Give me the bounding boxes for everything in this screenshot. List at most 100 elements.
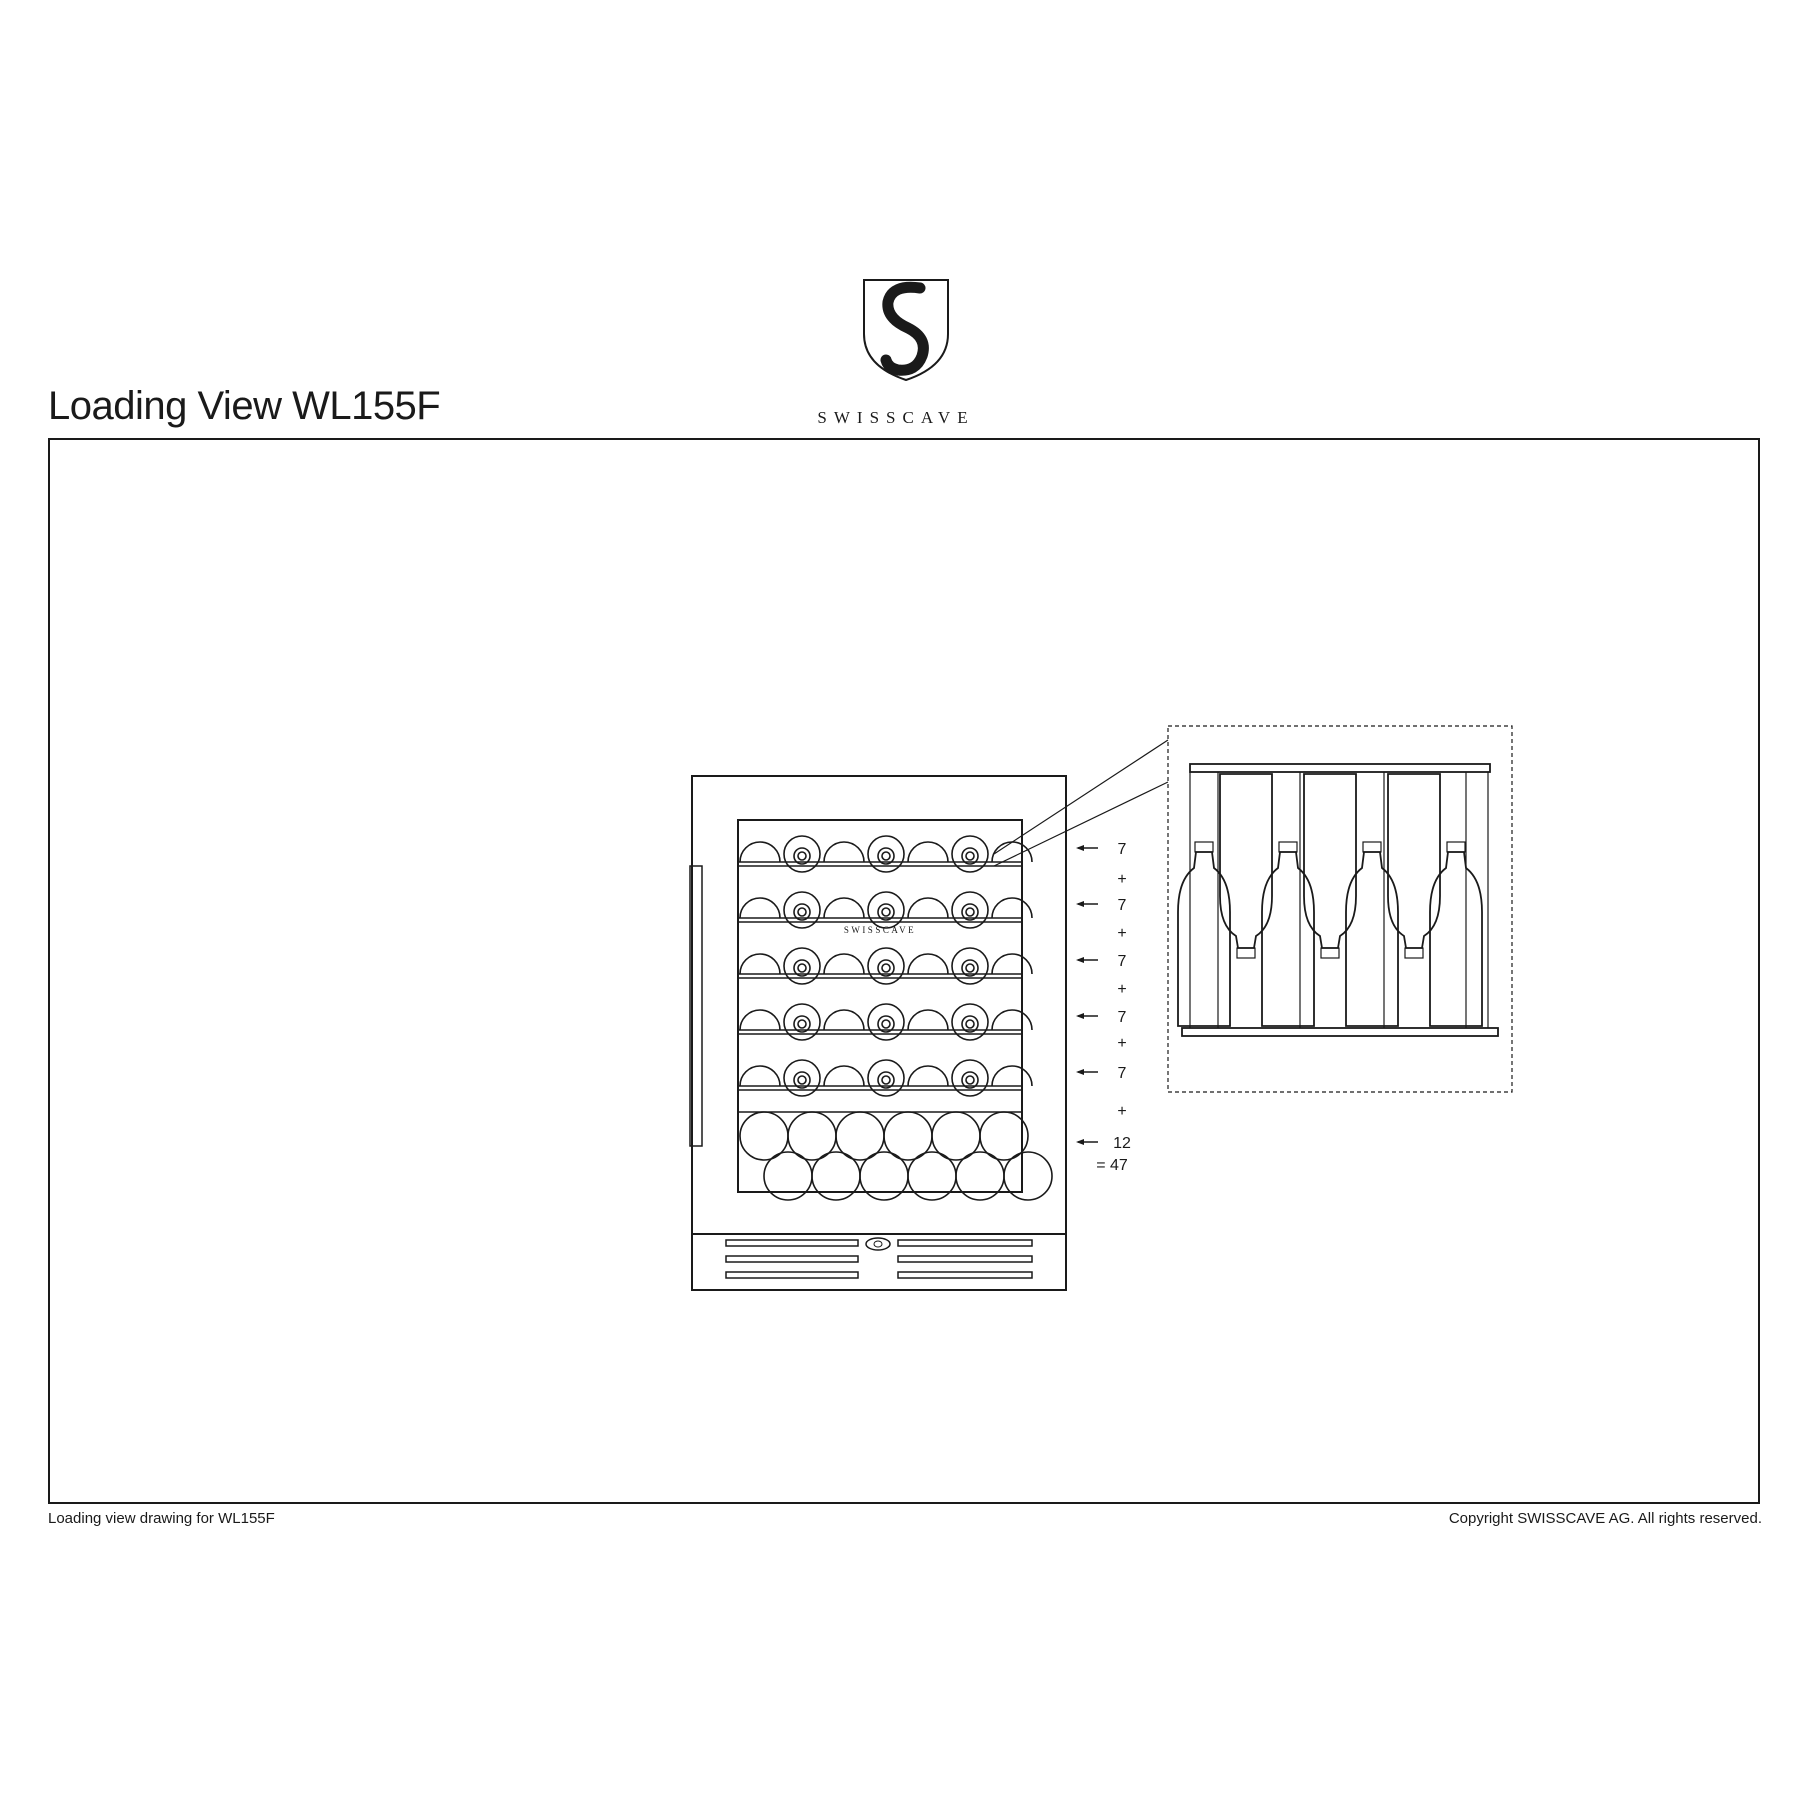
bottle-bottom	[739, 1009, 781, 1031]
plus-sign: +	[1117, 925, 1126, 942]
bottle-cap	[965, 963, 975, 973]
lock-icon	[865, 1237, 891, 1251]
page-title: Loading View WL155F	[48, 384, 441, 428]
pointer-arrowhead	[1076, 845, 1084, 851]
standing-bottle	[1345, 851, 1399, 1027]
detail-callout-box	[1167, 725, 1513, 1093]
shelf-row	[738, 1059, 1033, 1097]
shelf-row	[738, 947, 1033, 985]
door-brand-label: SWISSCAVE	[844, 925, 916, 935]
bottle-cap	[793, 959, 811, 977]
bottle-bottom	[739, 841, 781, 863]
shelf-count-label: 12	[1113, 1135, 1131, 1152]
shelf-count-label: 7	[1118, 897, 1127, 914]
pointer-arrowhead	[1076, 957, 1084, 963]
cabinet-outline	[691, 775, 1067, 1291]
bottle-cap	[881, 1075, 891, 1085]
shelf-count-label: 7	[1118, 1065, 1127, 1082]
standing-bottle	[1177, 851, 1231, 1027]
plus-sign: +	[1117, 981, 1126, 998]
bottle-cap	[961, 959, 979, 977]
detail-shelf-base	[1181, 1027, 1499, 1037]
callout-leader	[993, 739, 1169, 855]
bottle-bottom	[823, 1009, 865, 1031]
bottle-neck	[783, 891, 821, 929]
plus-sign: +	[1117, 1103, 1126, 1120]
bottle-bottom	[823, 1065, 865, 1087]
bottle-cap	[877, 1071, 895, 1089]
bottle-neck	[867, 835, 905, 873]
bottle-neck	[951, 891, 989, 929]
bottle-cap	[793, 847, 811, 865]
bottle-cap	[877, 903, 895, 921]
plus-sign: +	[1117, 871, 1126, 888]
bottle-bottom	[739, 897, 781, 919]
bottle-cap	[1194, 841, 1214, 853]
bottle-cap	[881, 1019, 891, 1029]
vent-slot	[725, 1239, 859, 1247]
bottle-cap	[1236, 947, 1256, 959]
detail-shelf-top	[1189, 763, 1491, 773]
bottle-bottom	[739, 1065, 781, 1087]
bottle-cap	[797, 1019, 807, 1029]
shelf-row	[738, 835, 1033, 873]
plus-sign: +	[1117, 1035, 1126, 1052]
bottle-neck	[951, 947, 989, 985]
bottle-cap	[1404, 947, 1424, 959]
bottle-cap	[965, 1075, 975, 1085]
bottle-bottom	[1003, 1151, 1053, 1201]
bottle-bottom	[991, 1009, 1033, 1031]
inverted-bottle	[1387, 773, 1441, 949]
standing-bottle	[1261, 851, 1315, 1027]
lock-keyhole	[873, 1240, 883, 1248]
door-handle	[689, 865, 703, 1147]
bottle-cap	[797, 963, 807, 973]
bottle-cap	[961, 1015, 979, 1033]
bottle-cap	[797, 907, 807, 917]
shelf-count-label: 7	[1118, 841, 1127, 858]
bottle-bottom	[907, 841, 949, 863]
bottle-cap	[965, 851, 975, 861]
bottom-storage	[738, 1111, 1053, 1201]
bottle-neck	[867, 891, 905, 929]
bottle-bottom	[991, 953, 1033, 975]
bottle-cap	[881, 963, 891, 973]
shelf-count-label: 7	[1118, 1009, 1127, 1026]
callout-leader	[993, 781, 1169, 867]
drawing-frame	[48, 438, 1760, 1504]
bottle-bottom	[907, 897, 949, 919]
vent-slot	[725, 1255, 859, 1263]
logo-shield	[863, 279, 949, 382]
bottle-cap	[1446, 841, 1466, 853]
shelf-row	[738, 891, 1033, 929]
bottle-neck	[867, 1059, 905, 1097]
vent-slot	[725, 1271, 859, 1279]
standing-bottle	[1429, 851, 1483, 1027]
bottle-cap	[1278, 841, 1298, 853]
pointer-arrowhead	[1076, 901, 1084, 907]
logo-s-letter	[880, 281, 929, 376]
bottle-neck	[783, 835, 821, 873]
bottle-cap	[793, 1071, 811, 1089]
bottle-bottom	[823, 841, 865, 863]
bottle-bottom	[823, 953, 865, 975]
bottle-cap	[877, 959, 895, 977]
bottle-neck	[951, 1003, 989, 1041]
inverted-bottle	[1219, 773, 1273, 949]
bottle-cap	[881, 907, 891, 917]
bottle-bottom	[991, 1065, 1033, 1087]
bottle-cap	[797, 851, 807, 861]
bottle-cap	[1320, 947, 1340, 959]
bottle-cap	[961, 1071, 979, 1089]
bottle-neck	[951, 1059, 989, 1097]
pointer-arrowhead	[1076, 1013, 1084, 1019]
inverted-bottle	[1303, 773, 1357, 949]
bottle-cap	[793, 1015, 811, 1033]
bottle-cap	[1362, 841, 1382, 853]
vent-slot	[897, 1255, 1033, 1263]
bottle-neck	[867, 1003, 905, 1041]
bottle-bottom	[907, 1065, 949, 1087]
bottle-neck	[783, 947, 821, 985]
bottle-neck	[783, 1003, 821, 1041]
